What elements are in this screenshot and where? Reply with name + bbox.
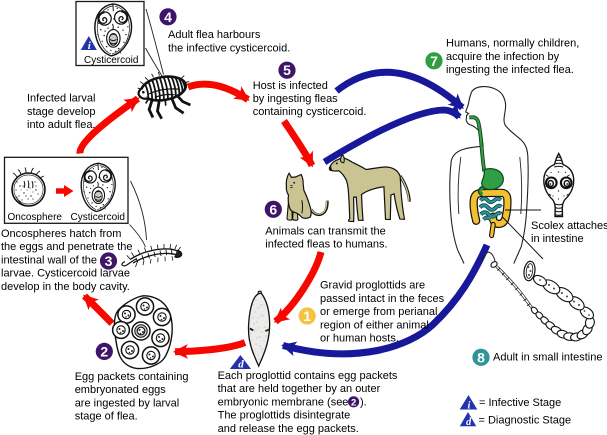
svg-text:or human hosts.: or human hosts. bbox=[320, 333, 399, 345]
svg-text:infected fleas to humans.: infected fleas to humans. bbox=[265, 239, 387, 251]
svg-text:by ingesting fleas: by ingesting fleas bbox=[253, 93, 338, 105]
svg-text:develop in the body cavity.: develop in the body cavity. bbox=[1, 281, 130, 293]
svg-text:intestinal wall of the: intestinal wall of the bbox=[1, 254, 97, 266]
svg-text:region of either animal: region of either animal bbox=[320, 319, 429, 331]
svg-text:Cysticercoid: Cysticercoid bbox=[84, 55, 138, 66]
svg-text:stage develop: stage develop bbox=[27, 106, 96, 118]
svg-text:d: d bbox=[238, 359, 244, 371]
svg-text:4: 4 bbox=[164, 9, 172, 25]
svg-text:acquire the infection by: acquire the infection by bbox=[446, 51, 560, 63]
svg-text:1: 1 bbox=[303, 308, 311, 324]
svg-text:The proglottids disintegrate: The proglottids disintegrate bbox=[218, 410, 351, 422]
svg-text:into adult flea.: into adult flea. bbox=[27, 119, 96, 131]
svg-text:8: 8 bbox=[477, 349, 485, 365]
svg-text:or emerge from perianal: or emerge from perianal bbox=[320, 306, 437, 318]
svg-text:d: d bbox=[466, 417, 472, 428]
svg-text:passed intact in the feces: passed intact in the feces bbox=[320, 293, 445, 305]
svg-text:Host is infected: Host is infected bbox=[253, 80, 328, 92]
svg-text:Adult in small intestine: Adult in small intestine bbox=[493, 352, 602, 364]
svg-text:Gravid proglottids are: Gravid proglottids are bbox=[320, 280, 425, 292]
svg-text:Oncospheres hatch from: Oncospheres hatch from bbox=[1, 228, 121, 240]
svg-text:Animals can transmit the: Animals can transmit the bbox=[265, 225, 385, 237]
svg-text:Oncosphere: Oncosphere bbox=[8, 212, 63, 223]
svg-text:i: i bbox=[88, 40, 92, 52]
svg-text:= Infective Stage: = Infective Stage bbox=[479, 397, 561, 409]
svg-text:Scolex attaches: Scolex attaches bbox=[531, 220, 607, 232]
svg-text:i: i bbox=[468, 400, 471, 411]
svg-text:the infective cysticercoid.: the infective cysticercoid. bbox=[168, 42, 290, 54]
svg-text:Humans, normally children,: Humans, normally children, bbox=[446, 38, 579, 50]
svg-text:embryonated eggs: embryonated eggs bbox=[75, 384, 167, 396]
svg-text:= Diagnostic Stage: = Diagnostic Stage bbox=[479, 414, 572, 426]
svg-text:2: 2 bbox=[351, 397, 356, 408]
svg-text:ingesting the infected flea.: ingesting the infected flea. bbox=[446, 64, 574, 76]
svg-text:5: 5 bbox=[283, 62, 291, 78]
svg-text:).: ). bbox=[360, 396, 367, 408]
svg-text:the eggs and penetrate the: the eggs and penetrate the bbox=[1, 241, 133, 253]
svg-text:Adult flea harbours: Adult flea harbours bbox=[168, 29, 261, 41]
svg-text:that are held together by an o: that are held together by an outer bbox=[218, 383, 381, 395]
svg-text:are ingested by larval: are ingested by larval bbox=[75, 397, 180, 409]
svg-text:7: 7 bbox=[430, 53, 438, 69]
svg-text:stage of flea.: stage of flea. bbox=[75, 411, 138, 423]
svg-text:containing cysticercoid.: containing cysticercoid. bbox=[253, 106, 367, 118]
svg-text:larvae. Cysticercoid larvae: larvae. Cysticercoid larvae bbox=[1, 268, 130, 280]
svg-text:3: 3 bbox=[105, 253, 113, 269]
svg-text:Infected larval: Infected larval bbox=[27, 93, 95, 105]
svg-text:6: 6 bbox=[269, 201, 277, 217]
svg-text:Each proglottid contains egg p: Each proglottid contains egg packets bbox=[218, 370, 398, 382]
svg-text:and release the egg packets.: and release the egg packets. bbox=[218, 423, 359, 435]
svg-text:2: 2 bbox=[100, 343, 108, 359]
svg-text:embryonic membrane (see: embryonic membrane (see bbox=[218, 396, 349, 408]
svg-text:in intestine: in intestine bbox=[531, 233, 584, 245]
svg-text:Egg packets containing: Egg packets containing bbox=[75, 371, 189, 383]
svg-text:Cysticercoid: Cysticercoid bbox=[71, 212, 125, 223]
